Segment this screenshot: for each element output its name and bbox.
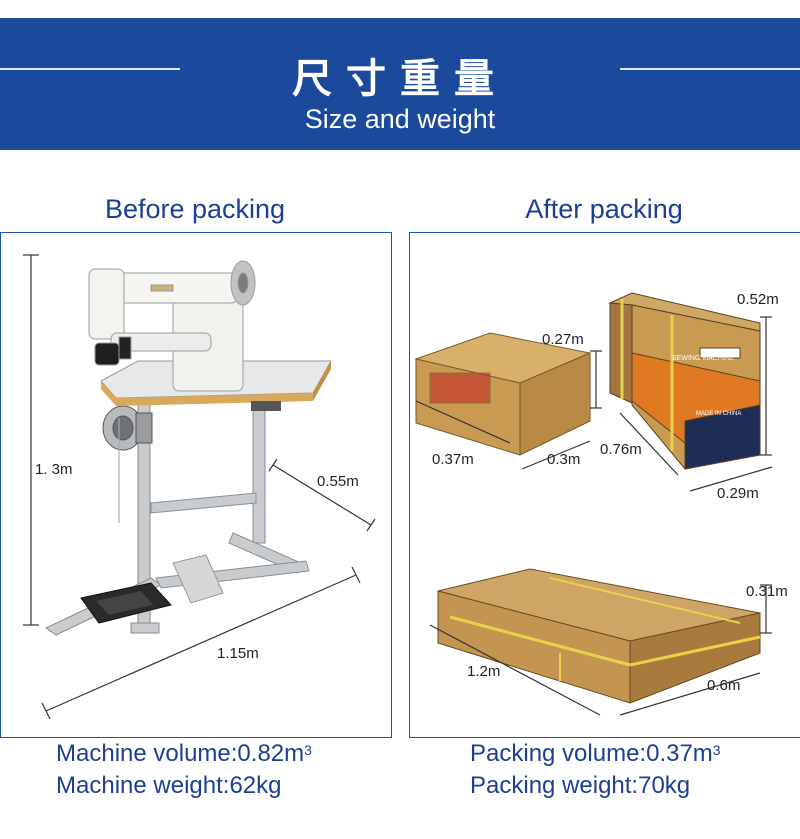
after-packing-panel: 0.27m 0.37m 0.3m 0.52m 0.76m 0.29m 0.31m… [409, 232, 800, 738]
before-packing-panel: 1. 3m 0.55m 1.15m [0, 232, 392, 738]
small-box-width-label: 0.3m [547, 451, 581, 468]
machine-volume-exponent: 3 [304, 742, 312, 758]
header-banner: 尺寸重量 Size and weight [0, 18, 800, 150]
width-dimension-label: 1.15m [217, 645, 259, 662]
packing-volume-value: 0.37m [646, 740, 713, 767]
small-box [414, 332, 592, 456]
small-box-length-label: 0.37m [432, 451, 474, 468]
foot-pedal [80, 554, 224, 624]
flat-box [437, 568, 761, 704]
dimension-lines [23, 254, 376, 720]
machine-weight-line: Machine weight:62kg [56, 770, 312, 802]
flat-box-height-label: 0.31m [746, 583, 788, 600]
packing-volume-label: Packing volume: [470, 740, 647, 767]
tall-box-length-label: 0.76m [600, 441, 642, 458]
tall-box-height-label: 0.52m [737, 291, 779, 308]
tall-box [608, 292, 761, 470]
header-rule-left [0, 68, 180, 70]
machine-volume-value: 0.82m [237, 740, 305, 767]
depth-dimension-label: 0.55m [317, 473, 359, 490]
packing-weight-value: 70kg [638, 772, 691, 799]
tall-box-made-text: MADE IN CHINA [696, 411, 742, 417]
motor [102, 405, 153, 451]
packing-weight-line: Packing weight:70kg [470, 770, 721, 802]
tall-box-width-label: 0.29m [717, 485, 759, 502]
machine-weight-value: 62kg [229, 772, 282, 799]
packing-volume-exponent: 3 [712, 742, 721, 758]
header-title-chinese: 尺寸重量 [292, 56, 508, 102]
sewing-machine-illustration [23, 254, 376, 720]
machine-volume-line: Machine volume:0.82m3 [56, 738, 312, 770]
packing-volume-line: Packing volume:0.37m3 [470, 738, 721, 770]
tall-box-brand-text: SEWING MACHINE [672, 355, 735, 362]
flat-box-length-label: 1.2m [467, 663, 501, 680]
packing-specs: Packing volume:0.37m3 Packing weight:70k… [470, 738, 721, 802]
packing-weight-label: Packing weight: [470, 772, 639, 799]
machine-volume-label: Machine volume: [56, 740, 238, 767]
packing-boxes-illustration [414, 292, 773, 716]
machine-head [88, 260, 256, 392]
header-rule-right [620, 68, 800, 70]
header-title-english: Size and weight [304, 104, 496, 134]
machine-specs: Machine volume:0.82m3 Machine weight:62k… [56, 738, 312, 802]
flat-box-width-label: 0.6m [707, 677, 741, 694]
after-packing-heading: After packing [525, 194, 683, 224]
height-dimension-label: 1. 3m [35, 461, 73, 478]
small-box-height-label: 0.27m [542, 331, 584, 348]
machine-weight-label: Machine weight: [56, 772, 230, 799]
before-packing-heading: Before packing [104, 194, 286, 224]
box-dimension-lines [415, 316, 773, 716]
